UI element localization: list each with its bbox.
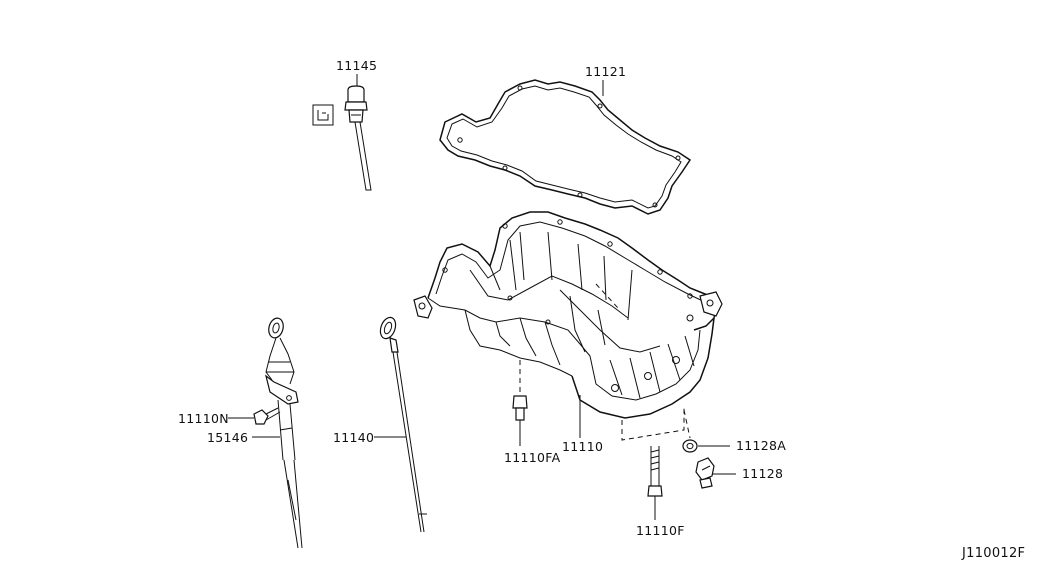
bolt-11110N[interactable]	[228, 407, 281, 425]
label-11145[interactable]: 11145	[336, 58, 378, 73]
oil-pan-gasket[interactable]	[439, 79, 692, 215]
oil-filler-cap[interactable]	[344, 74, 372, 191]
bolt-11110F[interactable]	[647, 446, 663, 520]
oil-level-dipstick[interactable]	[374, 315, 427, 533]
label-11128A[interactable]: 11128A	[736, 438, 787, 453]
dipstick-guide-tube[interactable]	[252, 317, 303, 549]
label-11110[interactable]: 11110	[562, 439, 604, 454]
label-11110N[interactable]: 11110N	[178, 411, 229, 426]
label-11121[interactable]: 11121	[585, 64, 627, 79]
bolt-11110FA[interactable]	[512, 360, 528, 446]
label-11128[interactable]: 11128	[742, 466, 784, 481]
drain-plug-washer[interactable]	[682, 439, 730, 453]
note-symbol-box	[312, 104, 334, 126]
label-11140[interactable]: 11140	[333, 430, 375, 445]
oil-pan[interactable]	[413, 211, 723, 419]
diagram-id: J110012F	[962, 546, 1026, 561]
label-11110FA[interactable]: 11110FA	[504, 450, 561, 465]
label-11110F[interactable]: 11110F	[636, 523, 685, 538]
drain-plug[interactable]	[695, 457, 736, 489]
label-15146[interactable]: 15146	[207, 430, 249, 445]
